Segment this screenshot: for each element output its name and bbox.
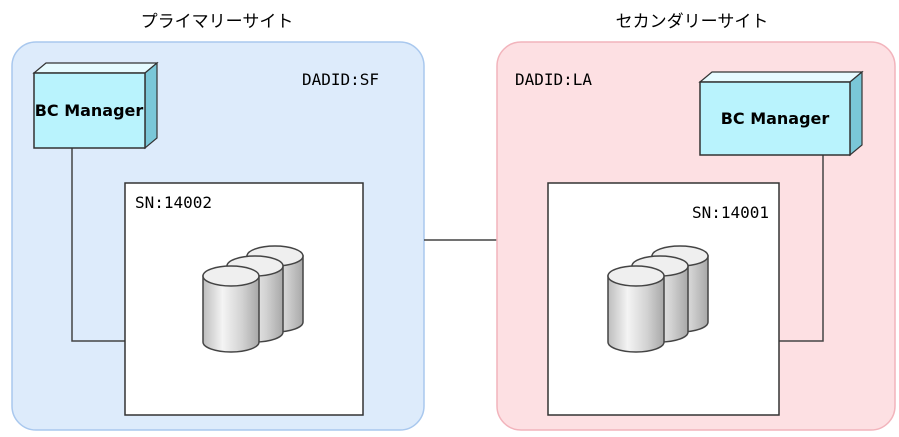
secondary-bc-manager-label: BC Manager xyxy=(721,109,830,128)
secondary-manager-connection-line xyxy=(779,155,824,342)
primary-bc-manager-label: BC Manager xyxy=(35,101,144,120)
primary-site-title: プライマリーサイト xyxy=(141,12,294,32)
primary-storage-sn-label: SN:14002 xyxy=(135,193,212,212)
secondary-site-title: セカンダリーサイト xyxy=(616,12,769,32)
secondary-storage-system: SN:14001 xyxy=(547,182,780,416)
primary-bc-manager-box: BC Manager xyxy=(32,61,159,150)
primary-storage-system: SN:14002 xyxy=(124,182,364,416)
secondary-site: セカンダリーサイト DADID:LA BC Manager SN:14001 xyxy=(496,12,896,431)
secondary-bc-manager-box: BC Manager xyxy=(698,70,864,157)
primary-site: プライマリーサイト DADID:SF BC Manager SN:14002 xyxy=(11,12,425,431)
secondary-storage-sn-label: SN:14001 xyxy=(692,203,769,222)
primary-manager-connection-line xyxy=(71,148,125,342)
secondary-dadid-label: DADID:LA xyxy=(515,70,592,89)
primary-dadid-label: DADID:SF xyxy=(302,70,379,89)
